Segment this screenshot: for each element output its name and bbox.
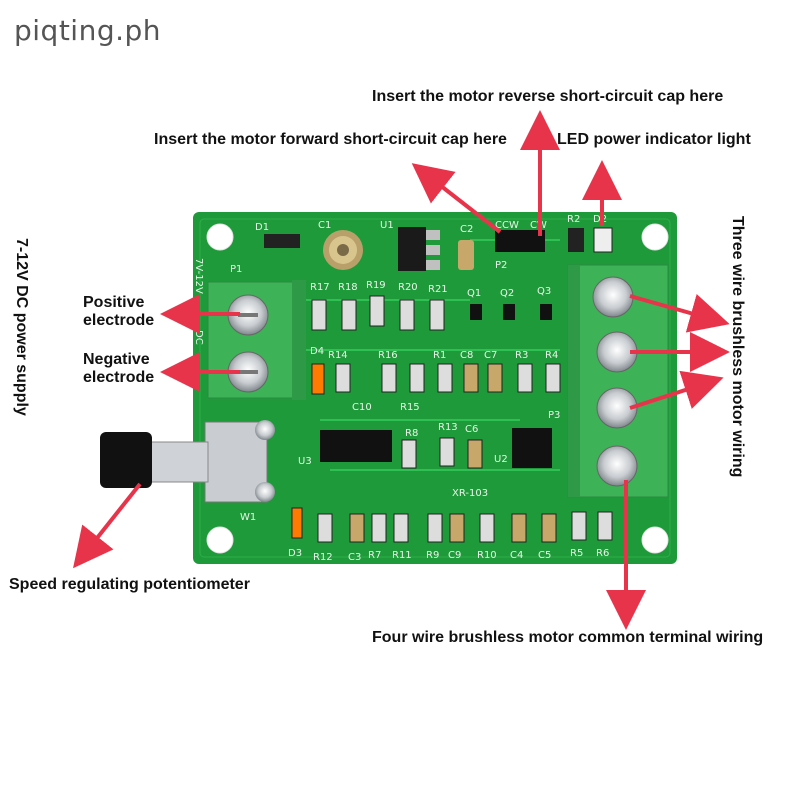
potentiometer (100, 420, 275, 503)
label-four-wire-common: Four wire brushless motor common termina… (372, 629, 764, 646)
power-terminal-block (207, 280, 306, 400)
svg-text:P2: P2 (495, 260, 507, 271)
svg-text:D4: D4 (310, 346, 324, 357)
svg-text:R6: R6 (596, 548, 609, 559)
label-three-wire: Three wire brushless motor wiring (729, 216, 746, 478)
svg-text:C5: C5 (538, 550, 551, 561)
svg-text:R12: R12 (313, 552, 333, 563)
svg-text:R15: R15 (400, 402, 420, 413)
svg-text:C7: C7 (484, 350, 497, 361)
label-positive: Positive electrode (83, 294, 155, 329)
svg-text:R16: R16 (378, 350, 398, 361)
svg-text:D1: D1 (255, 222, 269, 233)
svg-text:Q2: Q2 (500, 288, 514, 299)
svg-text:R17: R17 (310, 282, 330, 293)
svg-text:D3: D3 (288, 548, 302, 559)
svg-text:XR-103: XR-103 (452, 488, 488, 499)
svg-text:Q3: Q3 (537, 286, 551, 297)
svg-text:P3: P3 (548, 410, 560, 421)
svg-text:R14: R14 (328, 350, 348, 361)
svg-text:R13: R13 (438, 422, 458, 433)
svg-text:C9: C9 (448, 550, 461, 561)
motor-terminal-block (567, 264, 669, 498)
svg-text:R5: R5 (570, 548, 583, 559)
svg-text:R4: R4 (545, 350, 558, 361)
svg-text:C10: C10 (352, 402, 372, 413)
svg-text:C4: C4 (510, 550, 523, 561)
svg-text:U2: U2 (494, 454, 508, 465)
svg-text:C3: C3 (348, 552, 361, 563)
svg-text:DC: DC (193, 330, 204, 345)
svg-text:C1: C1 (318, 220, 331, 231)
svg-text:R21: R21 (428, 284, 448, 295)
svg-text:R7: R7 (368, 550, 381, 561)
svg-text:CCW: CCW (495, 220, 519, 231)
label-led-indicator: LED power indicator light (557, 131, 751, 148)
arrow-wire-3 (629, 370, 724, 410)
svg-text:R2: R2 (567, 214, 580, 225)
label-reverse-cap: Insert the motor reverse short-circuit c… (372, 88, 724, 105)
label-speed-pot: Speed regulating potentiometer (9, 576, 250, 593)
svg-text:P1: P1 (230, 264, 242, 275)
svg-text:R19: R19 (366, 280, 386, 291)
svg-text:7V-12V: 7V-12V (193, 258, 204, 294)
svg-text:C6: C6 (465, 424, 478, 435)
svg-text:Q1: Q1 (467, 288, 481, 299)
watermark-text: piqting.ph (14, 14, 162, 47)
svg-text:R8: R8 (405, 428, 418, 439)
label-negative: Negative electrode (83, 351, 155, 386)
svg-text:R10: R10 (477, 550, 497, 561)
arrow-wire-1 (629, 294, 730, 333)
svg-text:C2: C2 (460, 224, 473, 235)
arrows (73, 110, 730, 630)
svg-text:R18: R18 (338, 282, 358, 293)
label-forward-cap: Insert the motor forward short-circuit c… (154, 131, 507, 148)
svg-text:R11: R11 (392, 550, 412, 561)
label-power-supply: 7-12V DC power supply (13, 238, 30, 416)
components (264, 227, 613, 543)
svg-text:W1: W1 (240, 512, 256, 523)
svg-text:R20: R20 (398, 282, 418, 293)
arrow-forward-cap (411, 163, 502, 234)
svg-text:U3: U3 (298, 456, 312, 467)
svg-text:R3: R3 (515, 350, 528, 361)
svg-text:R1: R1 (433, 350, 446, 361)
svg-text:U1: U1 (380, 220, 394, 231)
svg-text:R9: R9 (426, 550, 439, 561)
svg-text:C8: C8 (460, 350, 473, 361)
arrow-potentiometer (73, 482, 142, 569)
